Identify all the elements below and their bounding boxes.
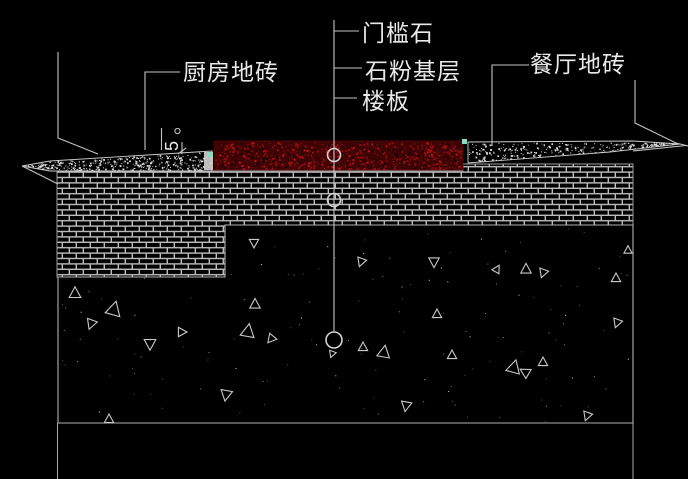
leader-left-edge bbox=[57, 52, 99, 155]
leader-center-stack bbox=[333, 20, 362, 331]
dimension-tile-thickness: 5 bbox=[160, 127, 187, 155]
grip-point-right bbox=[462, 139, 467, 144]
label-dining-tile: 餐厅地砖 bbox=[530, 51, 626, 77]
grip-point-left bbox=[208, 152, 213, 157]
leader-dining-tile bbox=[491, 64, 529, 146]
dimension-text: 5 bbox=[162, 141, 182, 151]
kitchen-tile-hatch bbox=[21, 150, 213, 172]
label-kitchen-tile: 厨房地砖 bbox=[183, 59, 279, 85]
dining-tile-hatch bbox=[467, 140, 681, 164]
label-floor-slab: 楼板 bbox=[362, 88, 410, 114]
marker-circle-base bbox=[326, 192, 342, 208]
leader-right-break bbox=[632, 80, 688, 152]
label-threshold-stone: 门槛石 bbox=[362, 20, 434, 46]
threshold-stone bbox=[213, 140, 464, 171]
marker-circle-threshold bbox=[326, 147, 342, 163]
left-break-line bbox=[21, 165, 59, 185]
slab-bottom-band bbox=[57, 423, 634, 479]
marker-circle-slab bbox=[325, 331, 343, 349]
tile-end-cap bbox=[204, 152, 213, 170]
label-stone-powder-base: 石粉基层 bbox=[365, 58, 461, 84]
leader-kitchen-tile bbox=[144, 71, 180, 150]
